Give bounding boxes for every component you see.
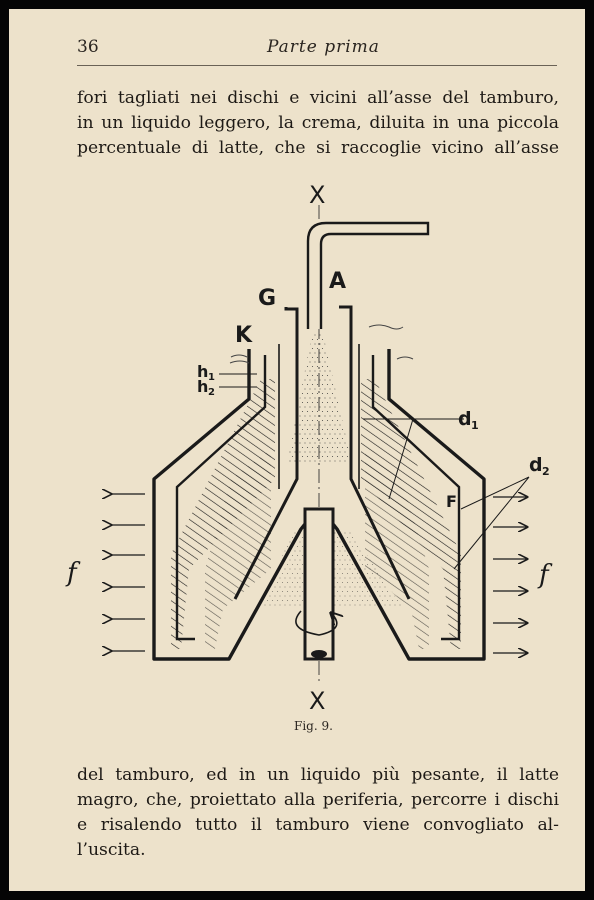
label-f-upper: F bbox=[446, 492, 457, 511]
label-f-right: f bbox=[537, 560, 553, 590]
level-mark-left bbox=[229, 354, 250, 364]
text-line: magro, che, proiettato alla periferia, p… bbox=[77, 790, 559, 810]
svg-text:2: 2 bbox=[542, 465, 550, 478]
spindle bbox=[295, 507, 337, 661]
label-d1: d 1 bbox=[458, 408, 479, 432]
rotation-arrow-icon bbox=[295, 611, 337, 636]
centrifuge-diagram: X X A G K h 1 h 2 d 1 d 2 F f f bbox=[65, 181, 553, 715]
svg-text:h: h bbox=[197, 362, 208, 381]
svg-text:1: 1 bbox=[208, 372, 215, 383]
svg-text:h: h bbox=[197, 377, 208, 396]
disc-stack-left bbox=[171, 379, 275, 649]
paragraph-top: fori tagliati nei dischi e vicini all’as… bbox=[77, 86, 559, 161]
disc-stack-right bbox=[361, 379, 461, 649]
label-x-bottom: X bbox=[309, 687, 325, 715]
running-head: Parte prima bbox=[267, 37, 380, 57]
svg-text:d: d bbox=[458, 408, 472, 430]
d2-leader bbox=[453, 476, 530, 570]
outflow-arrows-left bbox=[111, 494, 145, 651]
central-cone-walls bbox=[233, 305, 411, 600]
level-mark-top bbox=[368, 324, 404, 330]
book-page: 36 Parte prima fori tagliati nei dischi … bbox=[9, 9, 585, 891]
text-line: del tamburo, ed in un liquido più pesant… bbox=[77, 765, 559, 785]
text-line: in un liquido leggero, la crema, diluita… bbox=[77, 113, 559, 133]
feed-pipe bbox=[306, 221, 430, 329]
label-a: A bbox=[329, 269, 346, 294]
label-h2: h 2 bbox=[197, 377, 215, 398]
cream-channel-walls bbox=[278, 344, 360, 489]
label-d2: d 2 bbox=[529, 454, 550, 478]
text-line: l’uscita. bbox=[77, 840, 146, 860]
label-g: G bbox=[258, 286, 276, 311]
text-line: fori tagliati nei dischi e vicini all’as… bbox=[77, 88, 559, 108]
label-k: K bbox=[235, 323, 253, 348]
spray-cone bbox=[287, 334, 352, 464]
outflow-arrows-right bbox=[493, 497, 527, 653]
svg-text:2: 2 bbox=[208, 387, 215, 398]
label-h1: h 1 bbox=[197, 362, 215, 383]
bowl-inner-wall bbox=[175, 355, 461, 641]
page-number: 36 bbox=[77, 37, 99, 57]
svg-text:d: d bbox=[529, 454, 543, 476]
figure-caption: Fig. 9. bbox=[294, 719, 333, 733]
level-mark-right bbox=[396, 356, 414, 360]
label-f-left: f bbox=[65, 558, 81, 588]
text-line: percentuale di latte, che si raccoglie v… bbox=[77, 138, 559, 158]
text-line: e risalendo tutto il tamburo viene convo… bbox=[77, 815, 559, 835]
paragraph-bottom: del tamburo, ed in un liquido più pesant… bbox=[77, 763, 559, 863]
page-header: 36 Parte prima bbox=[77, 35, 557, 66]
d1-leader bbox=[363, 418, 464, 500]
label-x-top: X bbox=[309, 181, 325, 209]
svg-text:1: 1 bbox=[471, 419, 479, 432]
